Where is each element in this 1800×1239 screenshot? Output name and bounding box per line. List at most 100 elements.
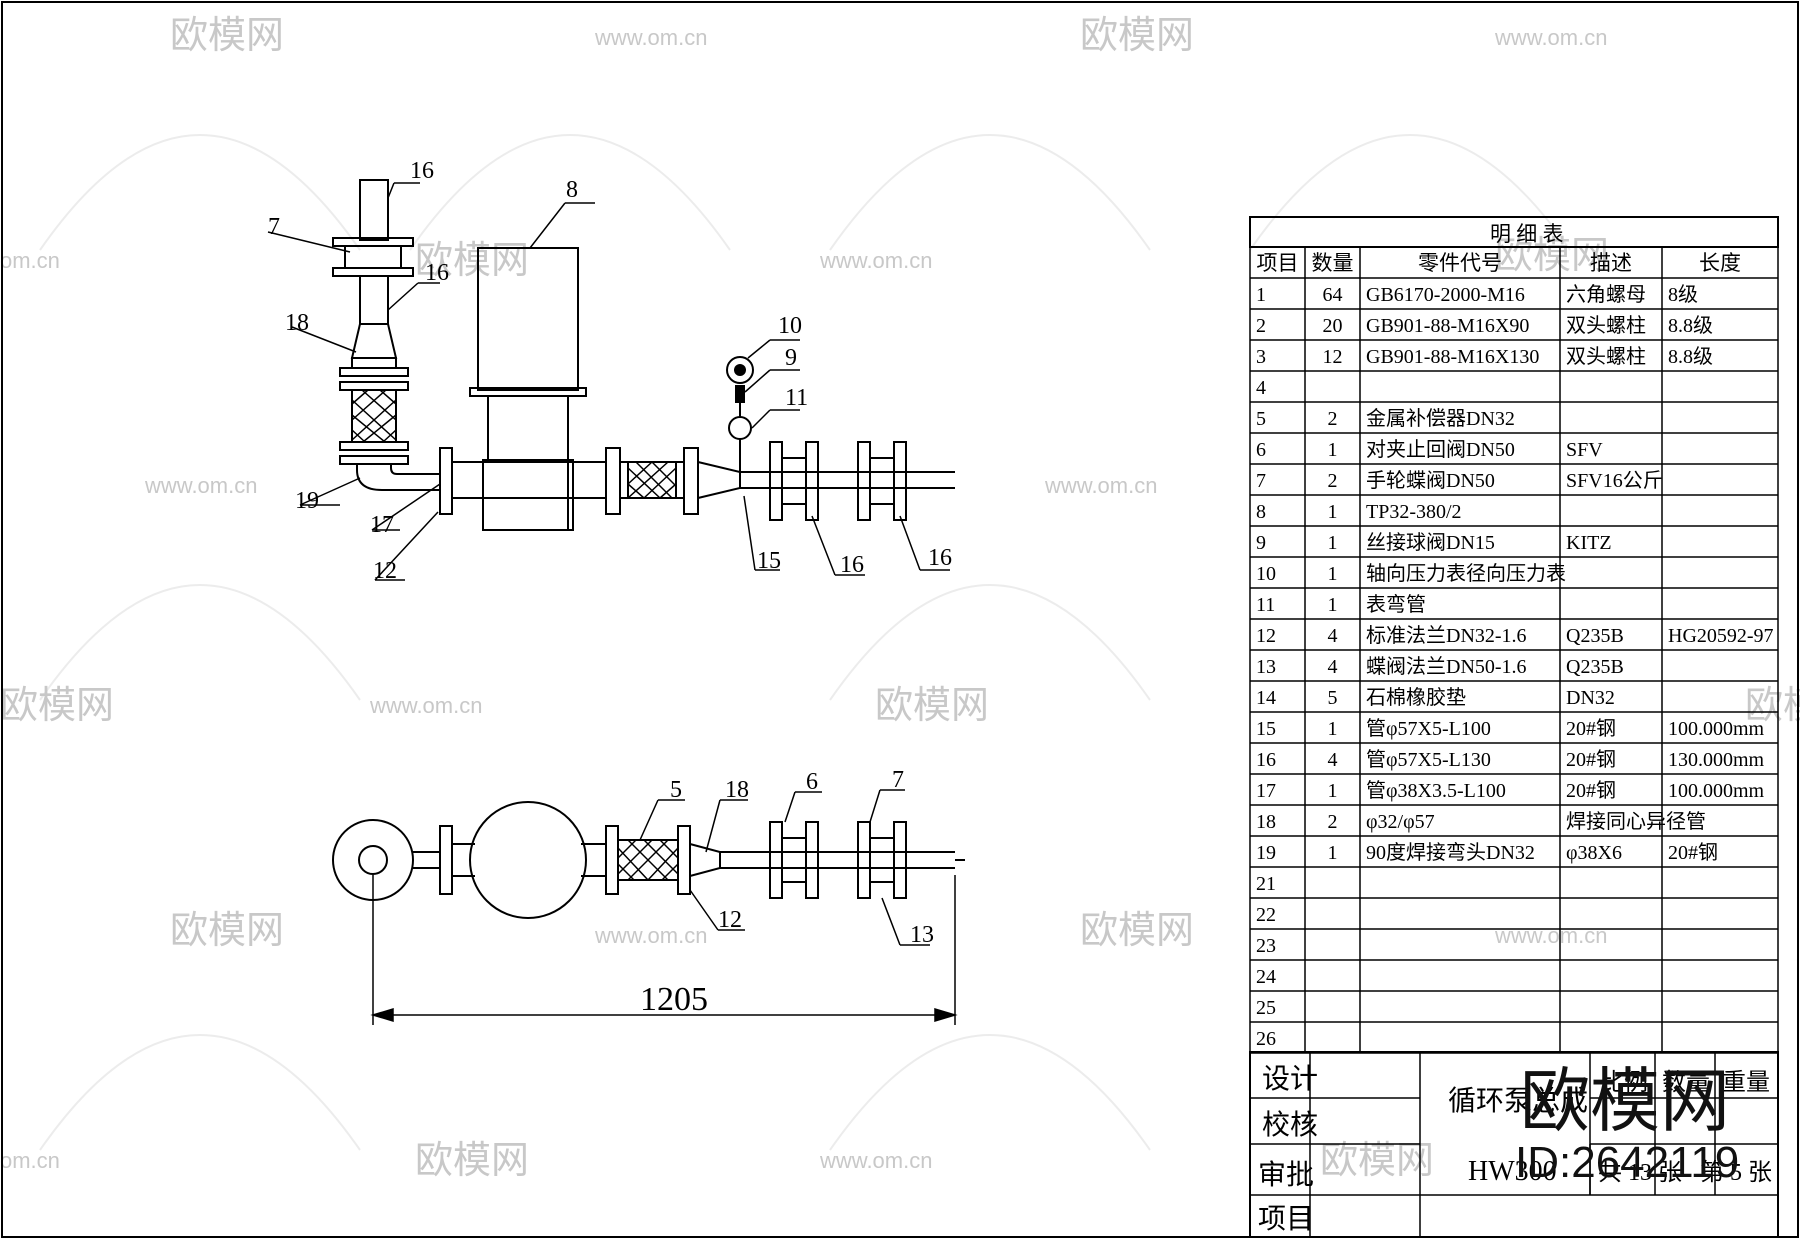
wm-site-2: www.om.cn: [1494, 25, 1607, 50]
bom-cell: 1: [1328, 594, 1338, 616]
bom-cell: 2: [1256, 315, 1266, 337]
wm-site-11: www.om.cn: [819, 1148, 932, 1173]
wm-site-5: www.om.cn: [144, 473, 257, 498]
tb-drawing-name: 循环泵总成: [1448, 1085, 1588, 1117]
plan-view: [332, 801, 965, 919]
bom-cell: 6: [1256, 439, 1266, 461]
tb-sheet-no: 第 5 张: [1700, 1159, 1772, 1186]
callout-labels: 16 7 16 18 8 10 9 11 19 17 12 15 16 16 5…: [268, 158, 952, 1018]
bom-cell: GB901-88-M16X90: [1366, 315, 1529, 337]
plan-leaders: [370, 789, 958, 1025]
wm-brand-7: 欧模网: [1745, 685, 1800, 727]
callout-16b: 16: [425, 260, 449, 286]
bom-cell: 丝接球阀DN15: [1366, 531, 1495, 554]
bom-cell: 130.000mm: [1668, 749, 1765, 771]
bom-cell: 20#钢: [1566, 748, 1616, 771]
bom-cell: 20: [1323, 315, 1343, 337]
callout-7b: 7: [892, 767, 904, 793]
bom-cell: 9: [1256, 532, 1266, 554]
bom-cell: 26: [1256, 1028, 1276, 1050]
bom-cell: 石棉橡胶垫: [1366, 686, 1466, 709]
wm-site-10: om.cn: [0, 1148, 60, 1173]
bom-cell: HG20592-97: [1668, 625, 1774, 647]
bom-cell: 1: [1328, 532, 1338, 554]
bom-cell: 标准法兰DN32-1.6: [1366, 624, 1527, 647]
wm-brand-11: 欧模网: [1320, 1140, 1434, 1182]
bom-cell: Q235B: [1566, 625, 1624, 647]
bom-cell: 1: [1328, 718, 1338, 740]
wm-brand-2: 欧模网: [1080, 15, 1194, 57]
callout-16c: 16: [840, 552, 864, 578]
elevation-leaders: [267, 182, 950, 581]
bom-header-cell: 项目: [1257, 251, 1299, 275]
watermark-overlay: 欧模网 ID:2642119: [1515, 1062, 1739, 1187]
bom-cell: 64: [1323, 284, 1343, 306]
bom-cell: 13: [1256, 656, 1276, 678]
bom-cell: 8.8级: [1668, 345, 1713, 368]
callout-11: 11: [785, 385, 808, 411]
callout-12b: 12: [718, 907, 742, 933]
bom-cell: 11: [1256, 594, 1275, 616]
wm-brand-1: 欧模网: [170, 15, 284, 57]
bom-cell: 8.8级: [1668, 314, 1713, 337]
bom-cell: 蝶阀法兰DN50-1.6: [1366, 655, 1527, 678]
bom-cell: 20#钢: [1566, 779, 1616, 802]
bom-cell: 19: [1256, 842, 1276, 864]
bom-cell: 1: [1256, 284, 1266, 306]
wm-site-3: om.cn: [0, 248, 60, 273]
callout-15: 15: [757, 548, 781, 574]
bom-header-cell: 长度: [1699, 251, 1741, 275]
callout-12a: 12: [373, 558, 397, 584]
bom-cell: 2: [1328, 811, 1338, 833]
callout-19: 19: [295, 488, 319, 514]
bom-cell: 2: [1328, 470, 1338, 492]
bom-cell: 8: [1256, 501, 1266, 523]
bom-cell: 4: [1328, 749, 1338, 771]
bom-cell: 双头螺柱: [1566, 314, 1646, 337]
bom-cell: 六角螺母: [1566, 283, 1646, 306]
bom-cell: 2: [1328, 408, 1338, 430]
bom-cell: φ32/φ57: [1366, 811, 1435, 833]
wm-brand-8: 欧模网: [170, 910, 284, 952]
tb-check: 校核: [1262, 1109, 1318, 1141]
bom-cell: TP32-380/2: [1366, 501, 1462, 523]
bom-cell: 4: [1256, 377, 1266, 399]
bom-cell: 100.000mm: [1668, 718, 1765, 740]
bom-cell: 90度焊接弯头DN32: [1366, 841, 1535, 864]
bom-cell: 5: [1328, 687, 1338, 709]
bom-header-cell: 数量: [1312, 251, 1354, 275]
bom-cell: 16: [1256, 749, 1276, 771]
bom-cell: 20#钢: [1668, 841, 1718, 864]
wm-big-brand: 欧模网: [1520, 1062, 1730, 1140]
title-block: [1249, 1051, 1779, 1238]
bom-cell: DN32: [1566, 687, 1615, 709]
bom-header-cell: 零件代号: [1418, 251, 1502, 275]
callout-9: 9: [785, 345, 797, 371]
dimension-overall-length: 1205: [640, 981, 708, 1018]
bom-cell: 管φ38X3.5-L100: [1366, 779, 1506, 802]
callout-5: 5: [670, 777, 682, 803]
bom-cell: GB901-88-M16X130: [1366, 346, 1539, 368]
bom-cell: SFV16公斤: [1566, 469, 1663, 492]
bom-header-cell: 描述: [1590, 251, 1632, 275]
callout-8: 8: [566, 177, 578, 203]
bom-cell: 7: [1256, 470, 1266, 492]
bom-cell: 14: [1256, 687, 1276, 709]
bom-cell: 3: [1256, 346, 1266, 368]
tb-quantity: 数量: [1662, 1069, 1710, 1096]
watermark-layer: [39, 134, 1571, 1151]
wm-brand-5: 欧模网: [0, 685, 114, 727]
watermark-brand-text: 欧模网 欧模网 www.om.cn www.om.cn 欧模网 om.cn ww…: [0, 15, 1800, 1182]
title-block-text: 设计 校核 审批 项目 循环泵总成 HW300 比例 数量 重量 共 13 张 …: [1258, 1063, 1772, 1235]
bom-cell: 12: [1256, 625, 1276, 647]
wm-site-8: www.om.cn: [594, 923, 707, 948]
callout-18b: 18: [725, 777, 749, 803]
bom-cell: 双头螺柱: [1566, 345, 1646, 368]
bom-cell: 15: [1256, 718, 1276, 740]
tb-item: 项目: [1258, 1204, 1314, 1235]
callout-18a: 18: [285, 310, 309, 336]
tb-approve: 审批: [1258, 1159, 1314, 1191]
tb-weight: 重量: [1722, 1069, 1770, 1096]
bom-cell: 20#钢: [1566, 717, 1616, 740]
